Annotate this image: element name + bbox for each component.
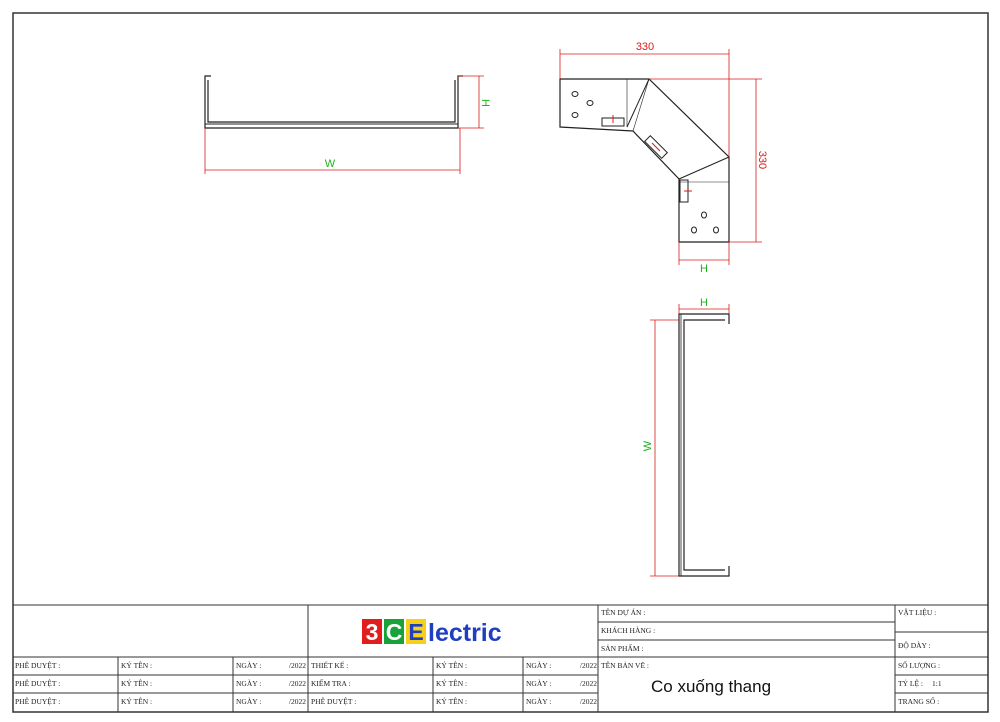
date-label: NGÀY :: [236, 678, 261, 688]
svg-text:3: 3: [366, 619, 379, 645]
year-label: /2022: [289, 697, 306, 706]
sign-label: KÝ TÊN :: [121, 696, 152, 706]
role-year-label: /2022: [580, 697, 597, 706]
material-label: VẬT LIỆU :: [898, 607, 936, 617]
top-height-label: H: [700, 263, 708, 275]
connector-tab: [643, 134, 669, 160]
front-view: W H: [204, 75, 491, 174]
sign-label: KÝ TÊN :: [121, 678, 152, 688]
approve-label: PHÊ DUYỆT :: [15, 660, 60, 670]
page-label: TRANG SỐ :: [898, 696, 939, 706]
front-view-profile: [204, 75, 463, 129]
date-label: NGÀY :: [236, 660, 261, 670]
customer-label: KHÁCH HÀNG :: [601, 625, 655, 635]
role-date-label: NGÀY :: [526, 660, 551, 670]
role-year-label: /2022: [580, 661, 597, 670]
role-date-label: NGÀY :: [526, 678, 551, 688]
role-sign-label: KÝ TÊN :: [436, 696, 467, 706]
role-sign-label: KÝ TÊN :: [436, 678, 467, 688]
side-view: H W: [642, 297, 730, 577]
role-label: THIẾT KẾ :: [311, 660, 348, 670]
bolt-hole: [713, 226, 719, 234]
sign-label: KÝ TÊN :: [121, 660, 152, 670]
drawing-name: Co xuống thang: [651, 677, 771, 696]
role-date-label: NGÀY :: [526, 696, 551, 706]
thickness-label: ĐỘ DÀY :: [898, 640, 931, 650]
scale-label: TỶ LỆ :: [898, 678, 923, 688]
scale-value: 1:1: [932, 679, 942, 688]
top-horizontal-label: 330: [636, 41, 654, 53]
side-width-label: W: [642, 440, 654, 451]
svg-text:lectric: lectric: [428, 619, 502, 647]
approve-label: PHÊ DUYỆT :: [15, 696, 60, 706]
quantity-label: SỐ LƯỢNG :: [898, 660, 940, 670]
role-sign-label: KÝ TÊN :: [436, 660, 467, 670]
date-label: NGÀY :: [236, 696, 261, 706]
project-label: TÊN DỰ ÁN :: [601, 607, 645, 617]
year-label: /2022: [289, 679, 306, 688]
svg-text:C: C: [386, 619, 403, 645]
bolt-hole: [701, 211, 707, 219]
side-view-profile: [678, 313, 730, 577]
approve-label: PHÊ DUYỆT :: [15, 678, 60, 688]
side-height-label: H: [700, 297, 708, 309]
top-vertical-label: 330: [756, 151, 768, 169]
company-logo: 3 C E lectric: [362, 619, 502, 647]
bolt-hole: [571, 112, 579, 118]
bolt-hole: [691, 226, 697, 234]
title-block: [13, 604, 988, 712]
role-label: PHÊ DUYỆT :: [311, 696, 356, 706]
svg-text:E: E: [408, 619, 423, 645]
year-label: /2022: [289, 661, 306, 670]
top-view: 330 330 H: [559, 41, 768, 275]
front-height-label: H: [479, 99, 491, 107]
role-year-label: /2022: [580, 679, 597, 688]
role-label: KIỂM TRA :: [311, 678, 350, 688]
front-width-label: W: [325, 158, 336, 170]
bolt-hole: [586, 100, 594, 106]
sheet-frame: [12, 12, 989, 713]
product-label: SẢN PHẨM :: [601, 643, 644, 653]
bolt-hole: [571, 91, 579, 97]
drawing-name-label: TÊN BẢN VẼ :: [601, 660, 649, 670]
